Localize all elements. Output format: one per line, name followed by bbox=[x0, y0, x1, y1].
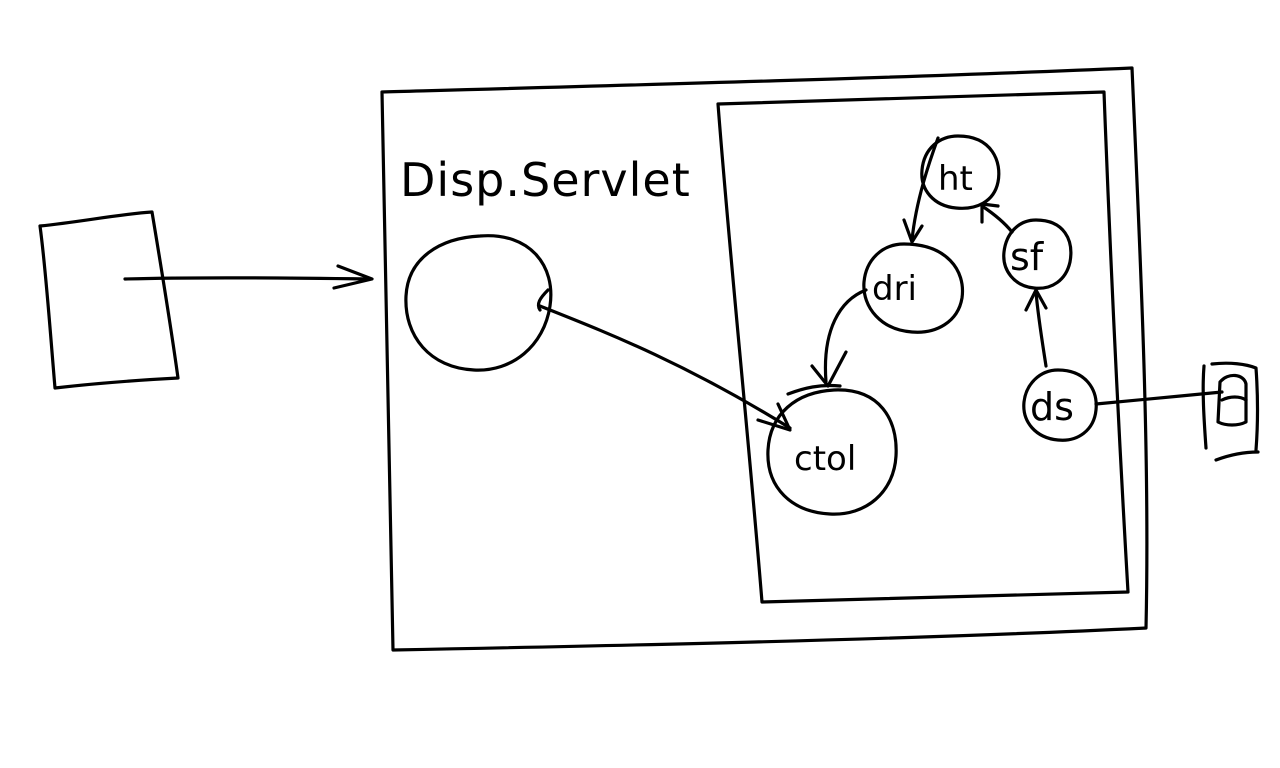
dri-label: dri bbox=[872, 269, 917, 309]
dispatcher-hook bbox=[536, 288, 550, 312]
dispatcher-circle bbox=[404, 234, 553, 372]
ht-to-dri-arrow bbox=[910, 136, 940, 242]
ht-to-dri-arrowhead bbox=[902, 218, 924, 244]
sf-label: sf bbox=[1010, 235, 1045, 279]
client-box bbox=[38, 210, 180, 390]
ds-node bbox=[1022, 368, 1098, 442]
dri-to-ctol-arrowhead bbox=[810, 350, 848, 388]
dri-to-ctol-arrow bbox=[823, 288, 868, 384]
ctol-label: ctol bbox=[794, 439, 856, 479]
ctol-node bbox=[766, 388, 898, 516]
dispatcher-servlet-title: Disp.Servlet bbox=[400, 153, 691, 207]
ht-label: ht bbox=[938, 159, 973, 199]
dri-node bbox=[862, 242, 965, 334]
dispatcher-servlet-box bbox=[380, 66, 1149, 652]
ht-node bbox=[920, 134, 1001, 210]
request-arrow bbox=[123, 276, 372, 281]
ctol-top-stroke bbox=[786, 383, 842, 396]
dispatcher-to-controller-arrow bbox=[538, 304, 792, 430]
sf-to-ht-arrow bbox=[980, 204, 1014, 234]
ds-to-database-line bbox=[1094, 390, 1224, 406]
request-arrowhead bbox=[332, 264, 374, 290]
sf-node bbox=[1002, 218, 1073, 290]
ds-to-sf-arrow bbox=[1034, 290, 1048, 368]
sf-to-ht-arrowhead bbox=[980, 202, 1000, 224]
ds-to-sf-arrowhead bbox=[1024, 288, 1048, 312]
ds-label: ds bbox=[1030, 385, 1074, 429]
database-icon bbox=[1201, 361, 1260, 462]
application-context-box bbox=[716, 90, 1130, 604]
